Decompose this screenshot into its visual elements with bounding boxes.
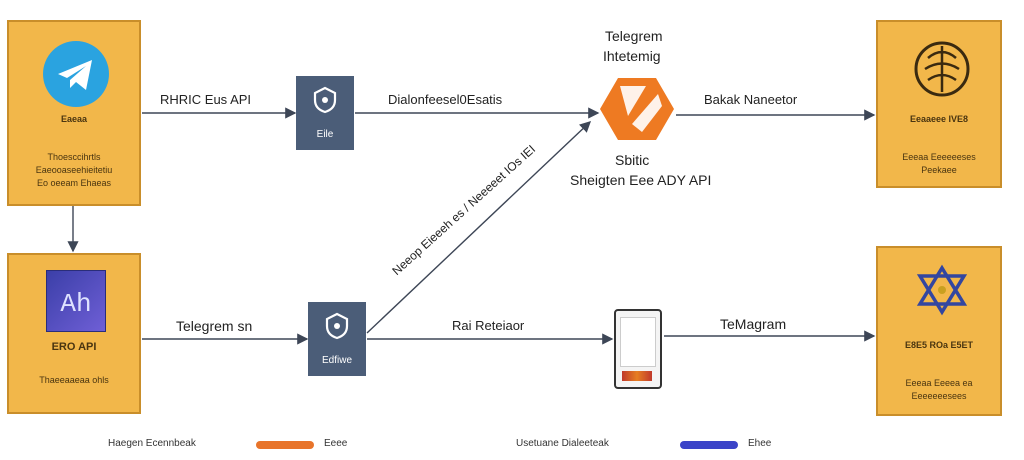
box-title: ERO API bbox=[51, 341, 97, 353]
legend-label: Usetuane Dialeeteak bbox=[516, 438, 609, 449]
box-line: Eeeaa Eeeea ea bbox=[905, 378, 973, 388]
legend-swatch-label: Eeee bbox=[324, 438, 348, 449]
center-title: Ihtetemig bbox=[603, 48, 661, 64]
edge-label: RHRIC Eus API bbox=[160, 92, 252, 107]
edge-label: Bakak Naneetor bbox=[704, 92, 798, 107]
telegram-icon bbox=[43, 41, 109, 107]
chart-glyph: Ah bbox=[60, 289, 92, 319]
box-line: Eaeooaseehieitetiu bbox=[35, 165, 113, 175]
box-subtitle: Thaeeaaeaa ohls bbox=[39, 375, 109, 385]
node-label: Edfiwe bbox=[321, 355, 352, 366]
edge-label: Telegrem sn bbox=[176, 318, 253, 334]
legend-swatch bbox=[680, 441, 738, 449]
box-line: Thoesccihrtls bbox=[47, 152, 101, 162]
box-title: E8E5 ROa E5ET bbox=[904, 340, 974, 350]
shield-icon bbox=[313, 86, 337, 114]
legend-label: Haegen Ecennbeak bbox=[108, 438, 196, 449]
phone-icon bbox=[614, 309, 662, 389]
node-top: Eile bbox=[296, 76, 354, 150]
edge-label: Rai Reteiaor bbox=[452, 318, 525, 333]
legend-swatch-label: Ehee bbox=[748, 438, 772, 449]
box-top-right: Eeaaeee IVE8 Eeeaa Eeeeeeses Peekaee bbox=[876, 20, 1002, 188]
box-title: Eaeaa bbox=[60, 114, 88, 124]
box-line: Eeeeeeesees bbox=[911, 391, 967, 401]
shield-icon bbox=[325, 312, 349, 340]
star-of-david-icon bbox=[916, 264, 968, 316]
box-line: Eo oeeam Ehaeas bbox=[36, 178, 112, 188]
chart-icon: Ah bbox=[46, 270, 106, 332]
box-line: Eeeaa Eeeeeeses bbox=[902, 152, 976, 162]
node-bottom: Edfiwe bbox=[308, 302, 366, 376]
edge-label: Dialonfeesel0Esatis bbox=[388, 92, 503, 107]
legend-swatch bbox=[256, 441, 314, 449]
box-bottom-right: E8E5 ROa E5ET Eeeaa Eeeea ea Eeeeeeesees bbox=[876, 246, 1002, 416]
arrow-node-diagonal bbox=[366, 121, 592, 334]
brain-icon bbox=[914, 41, 970, 97]
center-title: Telegrem bbox=[605, 28, 663, 44]
box-bottom-left: Ah ERO API Thaeeaaeaa ohls bbox=[7, 253, 141, 414]
node-label: Eile bbox=[316, 129, 334, 140]
box-title: Eeaaeee IVE8 bbox=[909, 114, 969, 124]
center-subtitle: Sbitic bbox=[615, 152, 650, 168]
logo-icon bbox=[600, 78, 674, 140]
box-line: Peekaee bbox=[921, 165, 957, 175]
box-top-left: Eaeaa Thoesccihrtls Eaeooaseehieitetiu E… bbox=[7, 20, 141, 206]
edge-label: TeMagram bbox=[720, 316, 787, 332]
center-subtitle: Sheigten Eee ADY API bbox=[570, 172, 712, 188]
